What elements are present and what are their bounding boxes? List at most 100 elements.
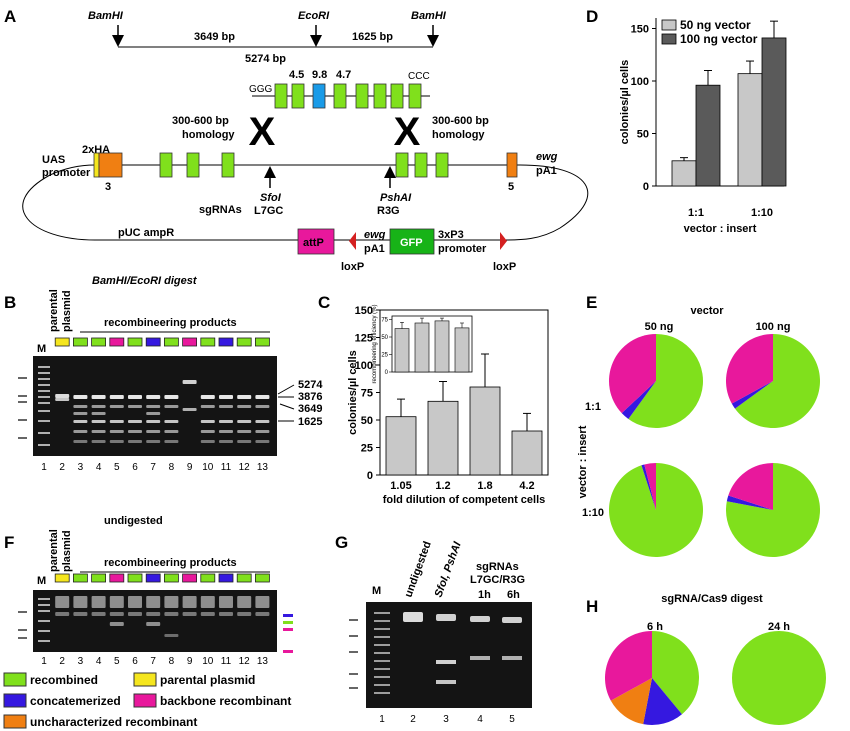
- loxp-right-label: loxP: [493, 261, 516, 273]
- lane-box-green: [163, 573, 179, 583]
- gel-band: [182, 380, 197, 384]
- column-label: 50 ng: [645, 321, 674, 333]
- lane-number: 8: [169, 656, 175, 667]
- parental-label-2: plasmid: [61, 290, 73, 332]
- sfoi-label: SfoI: [260, 192, 282, 204]
- panel-g: G M undigested SfoI, PshAI sgRNAs L7GC/R…: [335, 533, 532, 725]
- gel-band: [91, 412, 106, 415]
- sgrnas-label: sgRNAs: [199, 204, 242, 216]
- gel-band: [237, 430, 252, 433]
- size-pointers: [277, 384, 295, 422]
- lane-box-green: [236, 337, 252, 347]
- gel-band: [255, 420, 270, 423]
- gel-band: [146, 622, 161, 626]
- gel-band: [73, 440, 88, 443]
- gel-band: [109, 622, 124, 626]
- lane-box-yellow: [54, 337, 70, 347]
- uas-line1: UAS: [42, 154, 65, 166]
- gel-band: [128, 430, 142, 433]
- legend-parental: parental plasmid: [160, 673, 255, 687]
- y-tick-label: 100: [355, 360, 373, 372]
- legend-swatch: [661, 19, 677, 31]
- lane-number: 5: [114, 656, 120, 667]
- gel-band: [182, 612, 197, 616]
- side-mark-blue: [283, 614, 293, 617]
- bar-100ng: [695, 84, 721, 187]
- bar: [385, 416, 417, 476]
- parental-label-1-f: parental: [48, 529, 60, 572]
- gel-band: [146, 430, 161, 433]
- gel-band: [182, 596, 197, 608]
- pie-slice-backbone-recombinant: [644, 463, 656, 510]
- lane-number: 7: [150, 462, 156, 473]
- inset-y-tick-label: 0: [385, 370, 389, 376]
- gel-band: [146, 412, 161, 415]
- lane-box-green: [163, 337, 179, 347]
- gel-band: [219, 430, 233, 433]
- gel-band: [182, 408, 197, 411]
- panel-label-b: B: [4, 293, 16, 312]
- ewg-right-label: ewg: [536, 151, 558, 163]
- gel-band: [55, 394, 70, 398]
- ecor1-label: EcoRI: [298, 10, 330, 22]
- lane-number: 8: [169, 462, 175, 473]
- legend-recombined: recombined: [30, 673, 98, 687]
- lane-number: 4: [96, 462, 102, 473]
- size-total-label: 5274 bp: [245, 53, 286, 65]
- y-tick-label: 75: [361, 388, 373, 400]
- ladder-band: [374, 692, 390, 694]
- pie-slice-uncharacterized-recombinant: [610, 678, 652, 725]
- gel-band: [73, 405, 88, 408]
- gel-band: [219, 405, 233, 408]
- gel-band: [146, 405, 161, 408]
- gel-g-ticks: [349, 619, 358, 689]
- gel-band: [237, 405, 252, 408]
- gel-band: [436, 660, 456, 664]
- lane-number: 12: [239, 656, 251, 667]
- gel-band: [255, 440, 270, 443]
- pa1-right-label: pA1: [536, 165, 557, 177]
- y-tick-label: 0: [367, 470, 373, 482]
- ladder-band: [38, 378, 50, 380]
- ladder-band: [38, 630, 50, 632]
- gel-b-ticks: [18, 377, 27, 439]
- lane-box-yellow: [54, 573, 70, 583]
- legend-swatch-uncharacterized: [3, 714, 27, 729]
- gel-band: [200, 430, 215, 433]
- pie-slice-concatemerized: [621, 381, 656, 420]
- pie-slice-recombined: [652, 631, 699, 715]
- gel-band: [128, 395, 142, 399]
- gel-band: [109, 440, 124, 443]
- pie-slice-concatemerized: [641, 464, 656, 510]
- gel-band: [73, 395, 88, 399]
- gel-band: [146, 440, 161, 443]
- insert-exon: [333, 83, 347, 109]
- marker-label: M: [37, 343, 46, 355]
- loxp-left-triangle: [349, 232, 356, 250]
- gel-band: [73, 420, 88, 423]
- size-3876: 3876: [298, 391, 322, 403]
- x-tick-label: 1.2: [435, 480, 450, 492]
- lane-box-purple: [218, 337, 234, 347]
- panel-f: F undigested parental plasmid recombinee…: [3, 515, 293, 729]
- homology-right-line2: homology: [432, 129, 485, 141]
- plasmid-backbone: [22, 164, 589, 241]
- gel-f-bands: [38, 596, 270, 642]
- y-tick-label: 125: [355, 333, 373, 345]
- gel-g-6h: 6h: [507, 589, 520, 601]
- x-tick-label: 4.2: [519, 480, 534, 492]
- gel-band: [200, 420, 215, 423]
- y-tick-label: 100: [631, 76, 649, 88]
- exon-45-label: 4.5: [289, 69, 304, 81]
- gel-band: [109, 420, 124, 423]
- crossover-left-x: X: [249, 110, 276, 154]
- lane-number: 13: [257, 656, 269, 667]
- legend-swatch-parental: [133, 672, 157, 687]
- ladder-band: [38, 384, 50, 386]
- column-label: 24 h: [768, 621, 790, 633]
- panel-label-f: F: [4, 533, 14, 552]
- y-axis-label: colonies/µl cells: [619, 60, 631, 145]
- ladder-band: [38, 640, 50, 642]
- lane-box-green: [127, 337, 143, 347]
